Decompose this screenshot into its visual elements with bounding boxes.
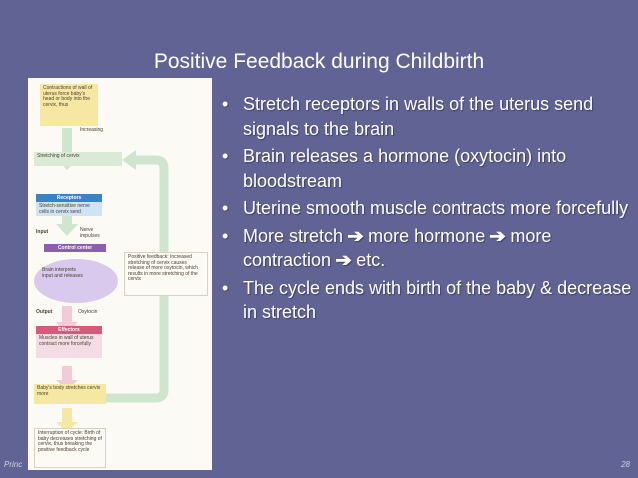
right-arrow-icon: ➔ xyxy=(347,225,364,246)
nerve-impulses-label: Nerve impulses xyxy=(80,227,100,239)
bullet-item: •More stretch ➔ more hormone ➔ more cont… xyxy=(222,224,632,273)
right-arrow-icon: ➔ xyxy=(335,250,352,270)
interruption-box: Interruption of cycle: Birth of baby dec… xyxy=(34,428,106,468)
stretching-box: Stretching of cervix xyxy=(34,152,122,166)
slide-title: Positive Feedback during Childbirth xyxy=(153,50,485,73)
bullet-item: •Brain releases a hormone (oxytocin) int… xyxy=(222,146,567,191)
bullet-list: •Stretch receptors in walls of the uteru… xyxy=(222,92,632,328)
effectors-box: Muscles in wall of uterus contract more … xyxy=(36,334,102,358)
page-number: 28 xyxy=(621,460,630,469)
baby-stretches-box: Baby's body stretches cervix more xyxy=(34,384,106,404)
bullet-item: •Uterine smooth muscle contracts more fo… xyxy=(222,196,632,221)
feedback-diagram: Contractions of wall of uterus force bab… xyxy=(28,78,212,470)
bullet-item: •The cycle ends with birth of the baby &… xyxy=(222,277,632,323)
right-arrow-icon: ➔ xyxy=(489,225,507,246)
footer-text: Princ xyxy=(4,460,23,469)
control-center-body: Brain interprets input and releases xyxy=(42,267,83,279)
contractions-box: Contractions of wall of uterus force bab… xyxy=(40,84,98,126)
bullet-item: •Stretch receptors in walls of the uteru… xyxy=(222,94,594,139)
input-label: Input xyxy=(36,229,49,235)
effectors-header: Effectors xyxy=(36,326,102,334)
positive-feedback-note: Positive feedback: Increased stretching … xyxy=(124,252,208,296)
receptors-header: Receptors xyxy=(36,194,102,202)
output-label: Output xyxy=(36,309,53,315)
receptors-box: Stretch-sensitive nerve cells in cervix … xyxy=(36,202,102,216)
bullet-dot: • xyxy=(222,225,229,246)
increasing-label: Increasing xyxy=(80,127,104,133)
bullet-dot: • xyxy=(222,277,229,298)
bullet-dot: • xyxy=(222,146,229,166)
bullet-dot: • xyxy=(222,198,229,218)
bullet-dot: • xyxy=(222,94,229,114)
control-center-header: Control center xyxy=(44,244,106,252)
oxytocin-label: Oxytocin xyxy=(78,309,98,315)
